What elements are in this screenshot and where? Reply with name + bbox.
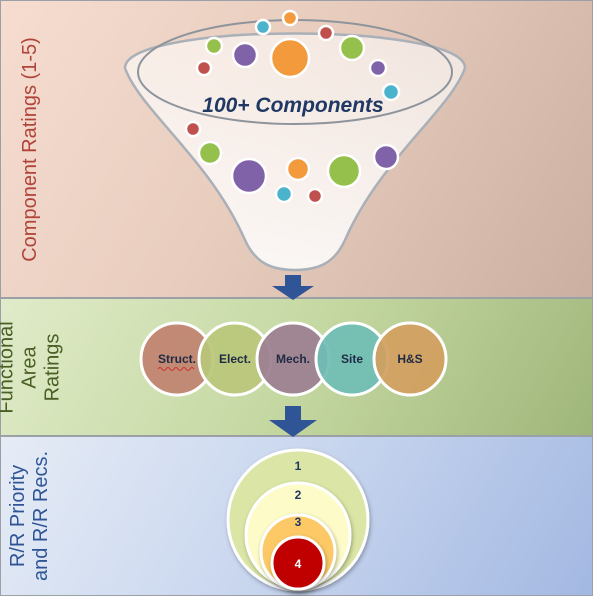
component-bubble (372, 143, 400, 171)
priority-label: 1 (295, 459, 302, 473)
functional-area-circles: Struct. Elect. Mech. Site H&S (139, 321, 448, 397)
functional-area-label: Site (341, 352, 363, 366)
component-bubble (306, 187, 324, 205)
funnel-caption: 100+ Components (202, 94, 383, 117)
functional-area-3: Mech. (255, 321, 331, 397)
funnel-body (123, 32, 467, 272)
spellcheck-underline (157, 367, 195, 371)
functional-area-label: Elect. (219, 352, 251, 366)
component-bubble (317, 24, 335, 42)
component-bubble (381, 82, 401, 102)
component-bubble (368, 58, 388, 78)
component-bubble (285, 156, 311, 182)
component-bubble (274, 184, 294, 204)
functional-area-circle (372, 321, 448, 397)
down-arrow-icon (269, 406, 317, 437)
priority-rings: 1 2 3 4 (226, 448, 370, 592)
component-bubble (230, 157, 268, 195)
functional-area-label: H&S (397, 352, 422, 366)
functional-area-label: Struct. (158, 352, 196, 366)
component-bubble (197, 140, 223, 166)
component-bubble (195, 59, 213, 77)
functional-area-label: Mech. (276, 352, 310, 366)
functional-area-5: H&S (372, 321, 448, 397)
component-bubble (184, 120, 202, 138)
priority-label: 3 (295, 515, 302, 529)
component-bubbles (184, 9, 401, 205)
component-bubble (231, 41, 259, 69)
component-bubble (338, 34, 366, 62)
component-bubble (204, 36, 224, 56)
priority-ring-4 (270, 535, 326, 591)
priority-label: 2 (295, 488, 302, 502)
component-bubble (269, 37, 311, 79)
priority-label: 4 (295, 557, 302, 571)
component-bubble (254, 18, 272, 36)
component-bubble (281, 9, 299, 27)
component-bubble (326, 153, 362, 189)
down-arrow-icon (272, 275, 314, 300)
